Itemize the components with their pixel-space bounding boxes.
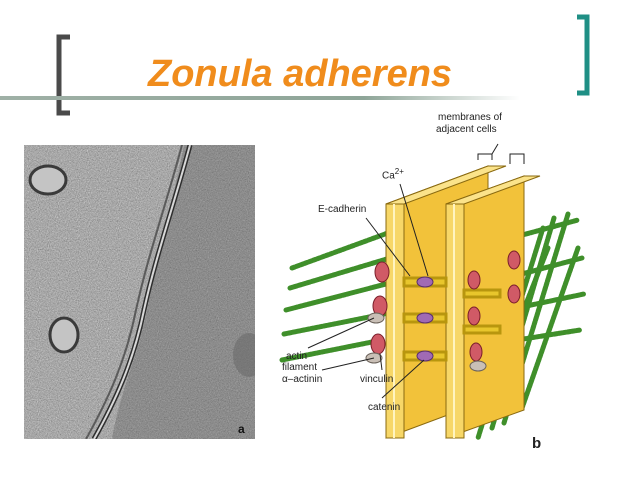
label-membranes-line2: adjacent cells — [436, 124, 497, 135]
left-bracket — [56, 34, 70, 116]
title-underline — [0, 96, 520, 100]
label-alpha-actinin: α–actinin — [282, 374, 323, 385]
panel-a-letter: a — [238, 422, 245, 436]
catenins — [416, 276, 434, 362]
right-bracket — [577, 14, 590, 96]
label-vinculin: vinculin — [360, 374, 394, 385]
label-calcium-text: Ca — [382, 170, 395, 182]
label-calcium-superscript: 2+ — [394, 167, 404, 176]
zonula-adherens-diagram: membranes of adjacent cells Ca2+ E-cadhe… — [278, 108, 618, 458]
label-catenin: catenin — [368, 402, 401, 413]
label-e-cadherin: E-cadherin — [318, 204, 367, 215]
panel-b-letter: b — [532, 435, 542, 452]
label-actin-line2: filament — [282, 362, 318, 373]
slide-title: Zonula adherens — [148, 53, 453, 95]
diagram-drawing — [279, 143, 587, 441]
label-actin-line1: actin — [286, 351, 308, 362]
membrane-right — [445, 175, 541, 439]
label-membranes-line1: membranes of — [438, 112, 502, 123]
electron-micrograph — [24, 145, 255, 439]
vinculin-proteins — [370, 250, 521, 362]
actin-filaments-left — [279, 227, 399, 363]
label-calcium: Ca2+ — [382, 166, 404, 181]
label-leader-lines — [307, 143, 525, 399]
